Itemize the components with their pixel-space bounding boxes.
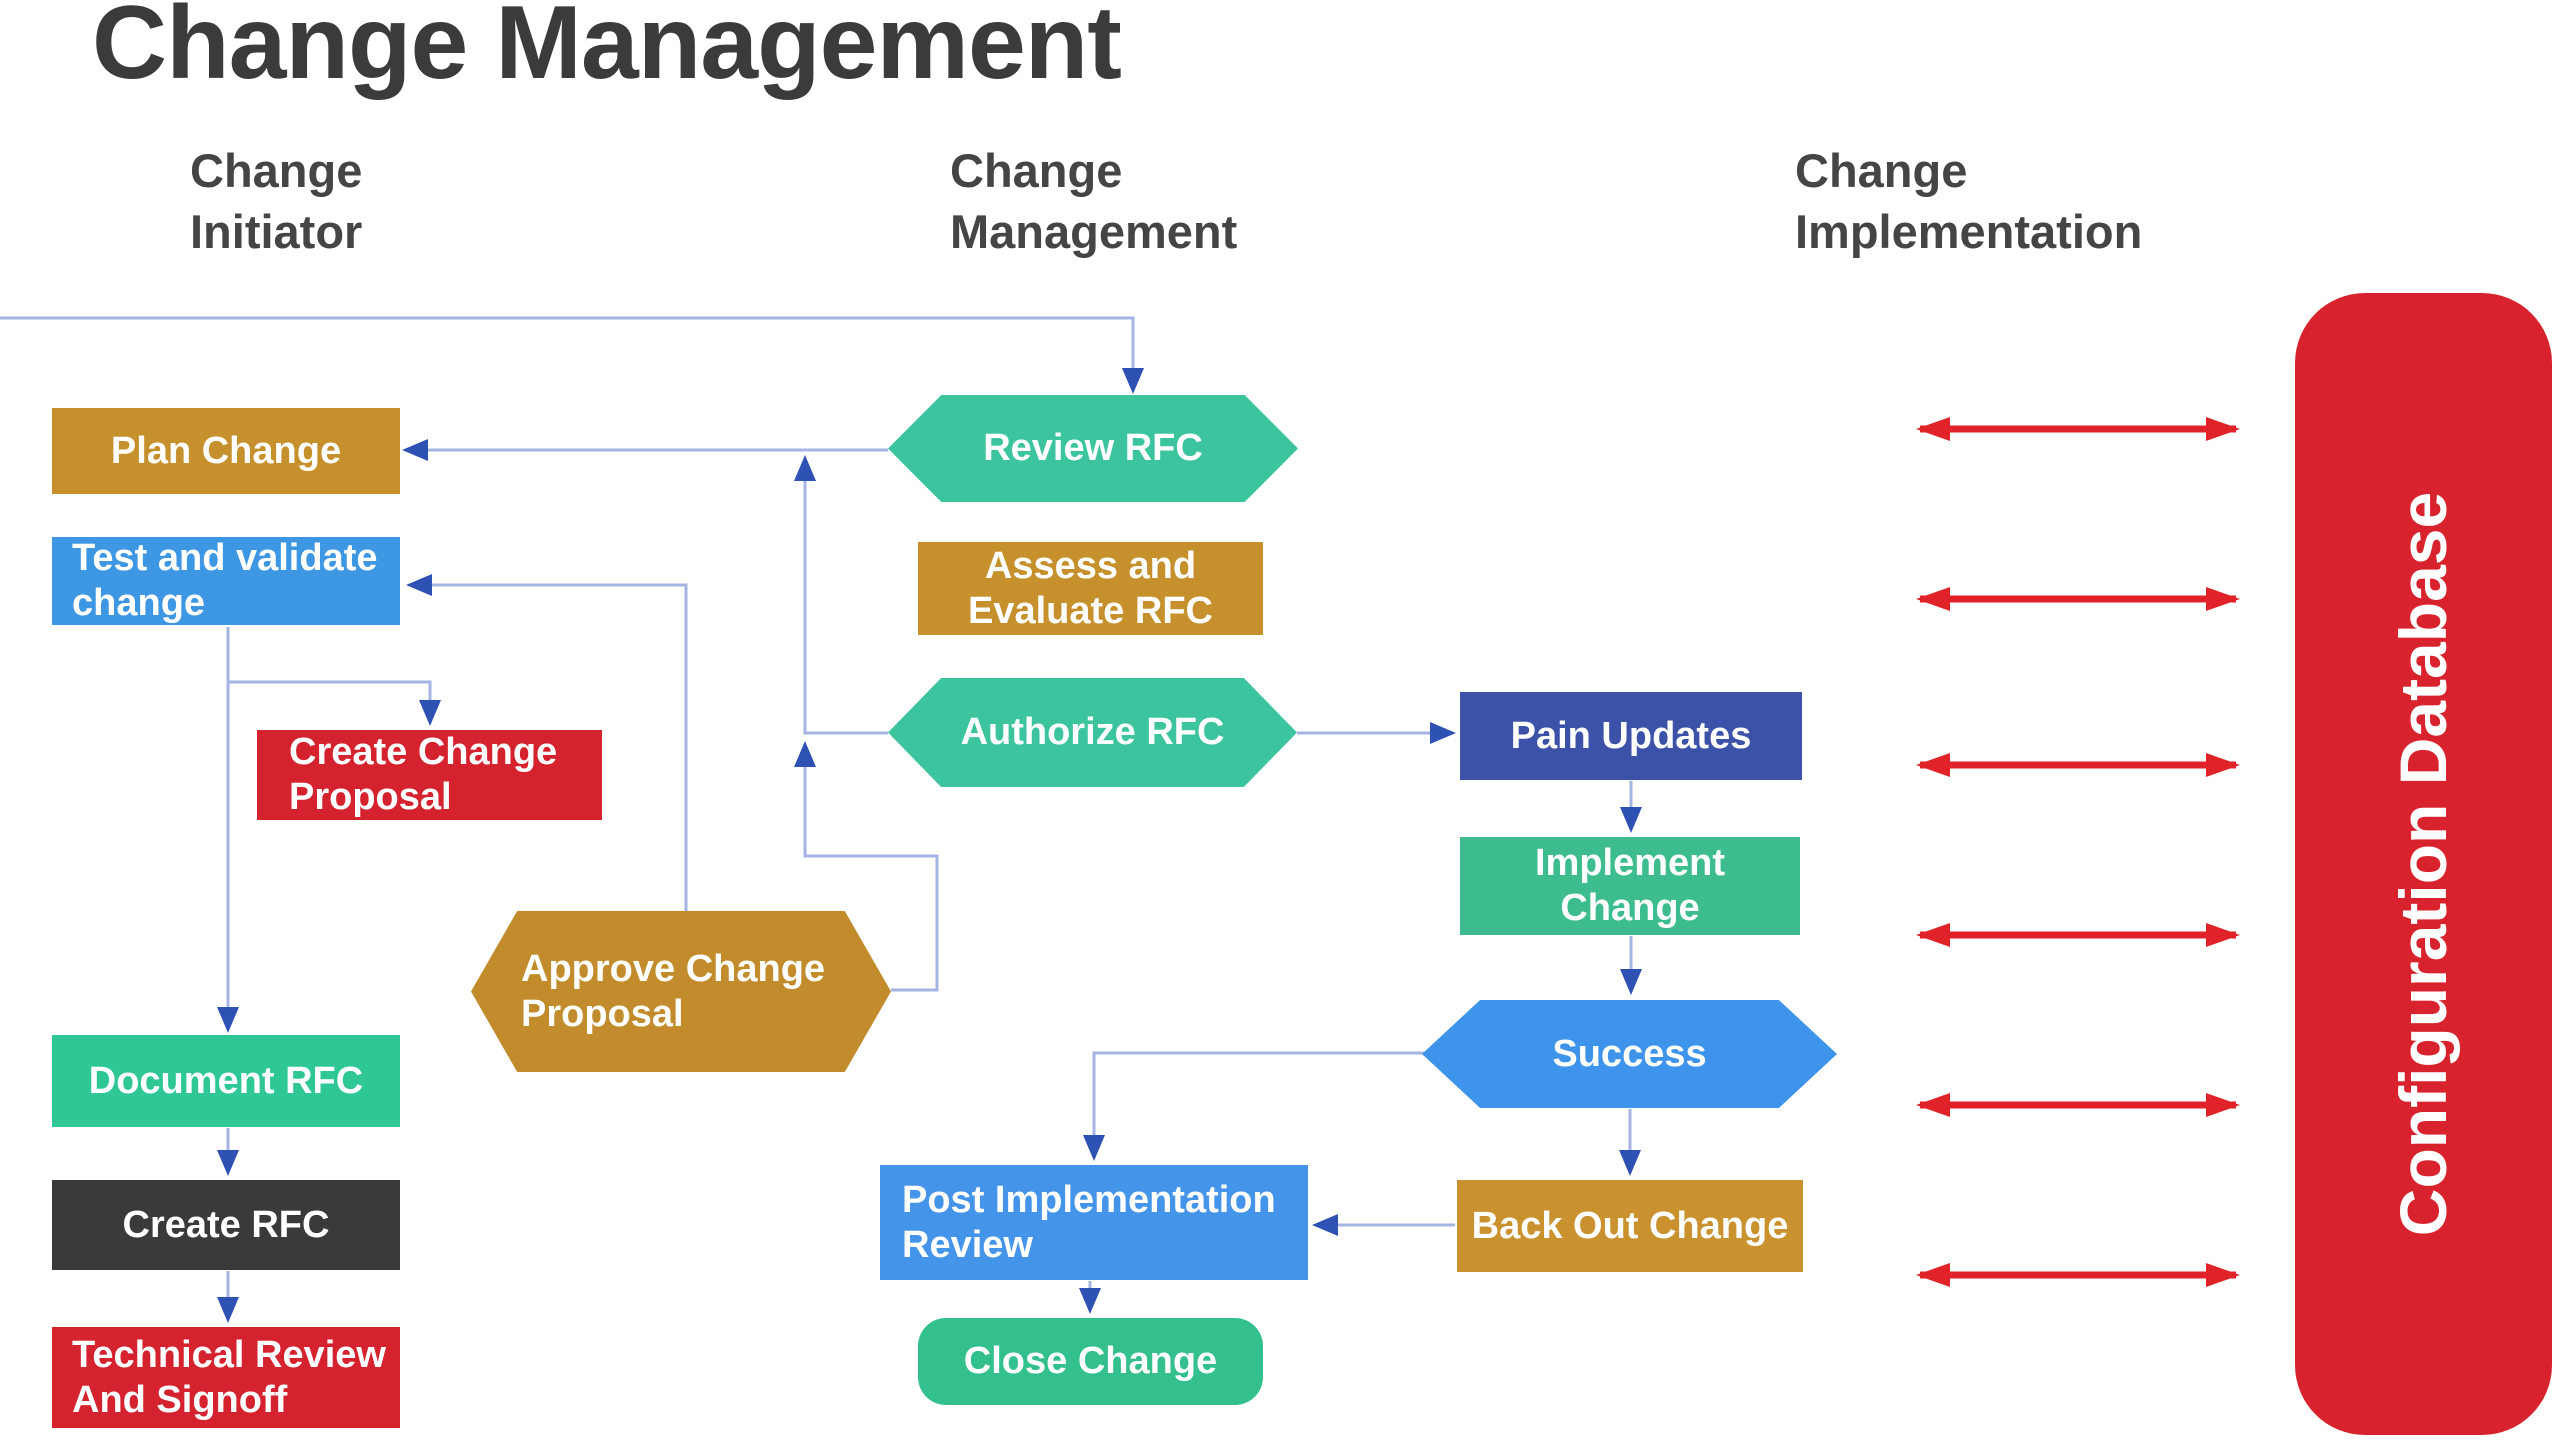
node-plan-change: Plan Change (52, 408, 400, 494)
column-header-change-implementation: Change Implementation (1795, 144, 2143, 259)
node-close-change: Close Change (918, 1318, 1263, 1405)
node-assess-and-evaluate-rfc: Assess and Evaluate RFC (918, 542, 1263, 635)
node-back-out-change: Back Out Change (1457, 1180, 1803, 1272)
connector-authorize-rfc-to-plan-line (794, 455, 888, 735)
column-header-change-management: Change Management (950, 144, 1238, 259)
connector-approve-proposal-to-test-validate (406, 574, 688, 912)
node-technical-review-and-signoff: Technical Review And Signoff (52, 1327, 400, 1428)
node-create-change-proposal: Create Change Proposal (257, 730, 602, 820)
node-approve-change-proposal: Approve Change Proposal (471, 911, 891, 1072)
node-test-and-validate-change: Test and validate change (52, 537, 400, 625)
node-create-rfc: Create RFC (52, 1180, 400, 1270)
connector-start-to-review-rfc (0, 316, 1144, 394)
node-configuration-database: Configuration Database (2295, 293, 2552, 1435)
connector-approve-proposal-to-authorize-line (794, 741, 939, 992)
node-review-rfc: Review RFC (888, 395, 1298, 502)
connector-test-validate-to-create-proposal (228, 680, 441, 726)
page-title: Change Management (92, 0, 1122, 101)
node-post-implementation-review: Post Implementation Review (880, 1165, 1308, 1280)
configuration-database-label: Configuration Database (2385, 491, 2460, 1237)
connector-success-to-post-implementation-review (1083, 1051, 1424, 1161)
node-success: Success (1422, 1000, 1837, 1108)
node-document-rfc: Document RFC (52, 1035, 400, 1127)
node-authorize-rfc: Authorize RFC (888, 678, 1297, 787)
node-pain-updates: Pain Updates (1460, 692, 1802, 780)
column-header-change-initiator: Change Initiator (190, 144, 363, 259)
node-implement-change: Implement Change (1460, 837, 1800, 935)
